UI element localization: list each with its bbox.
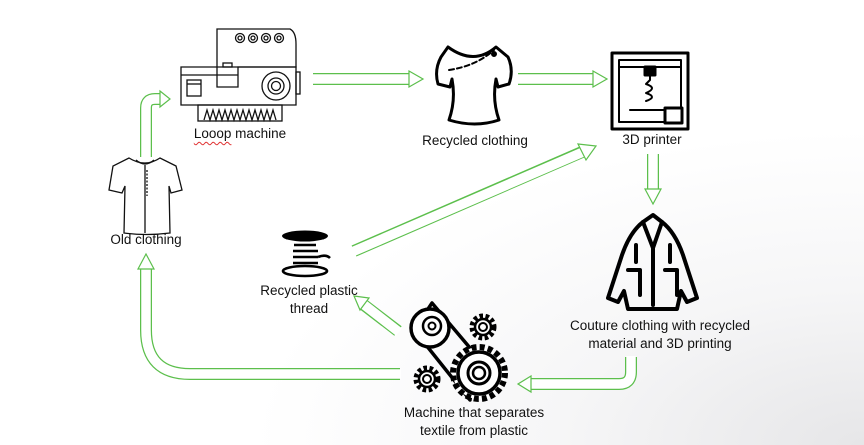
label-line: textile from plastic [419,423,529,438]
looop-word: Looop [193,126,232,141]
arrow-separator-to-thread [353,295,402,336]
looop-machine-label: Looop machine [194,125,286,143]
shirt-icon [108,157,183,236]
arrow-old-to-looop [140,89,171,158]
arrow-thread-to-printer [350,143,598,257]
arrow-couture-to-separator [516,356,637,394]
3d-printer-icon [610,51,690,131]
spool-icon [281,230,331,278]
recycled-clothing-label: Recycled clothing [422,133,528,148]
serger-machine-icon [180,28,301,123]
blouse-icon [435,45,513,126]
arrow-printer-to-couture [644,153,662,206]
label-line: Recycled plastic [260,283,358,298]
arrow-looop-to-recycled [312,69,425,89]
label-line: thread [289,301,329,316]
separator-label: Machine that separates textile from plast… [404,404,544,440]
coat-icon [606,213,699,311]
label-line: Machine that separates [403,405,545,420]
old-clothing-label: Old clothing [110,232,182,247]
label-line: material and 3D printing [588,336,732,351]
plastic-thread-label: Recycled plastic thread [260,282,358,318]
couture-label: Couture clothing with recycled material a… [570,317,750,353]
label-line: Couture clothing with recycled [569,318,751,333]
machine-word: machine [231,126,287,141]
gears-icon [409,301,508,402]
3d-printer-label: 3D printer [622,132,682,147]
arrow-recycled-to-printer [517,69,609,89]
arrow-separator-to-old [137,252,401,380]
